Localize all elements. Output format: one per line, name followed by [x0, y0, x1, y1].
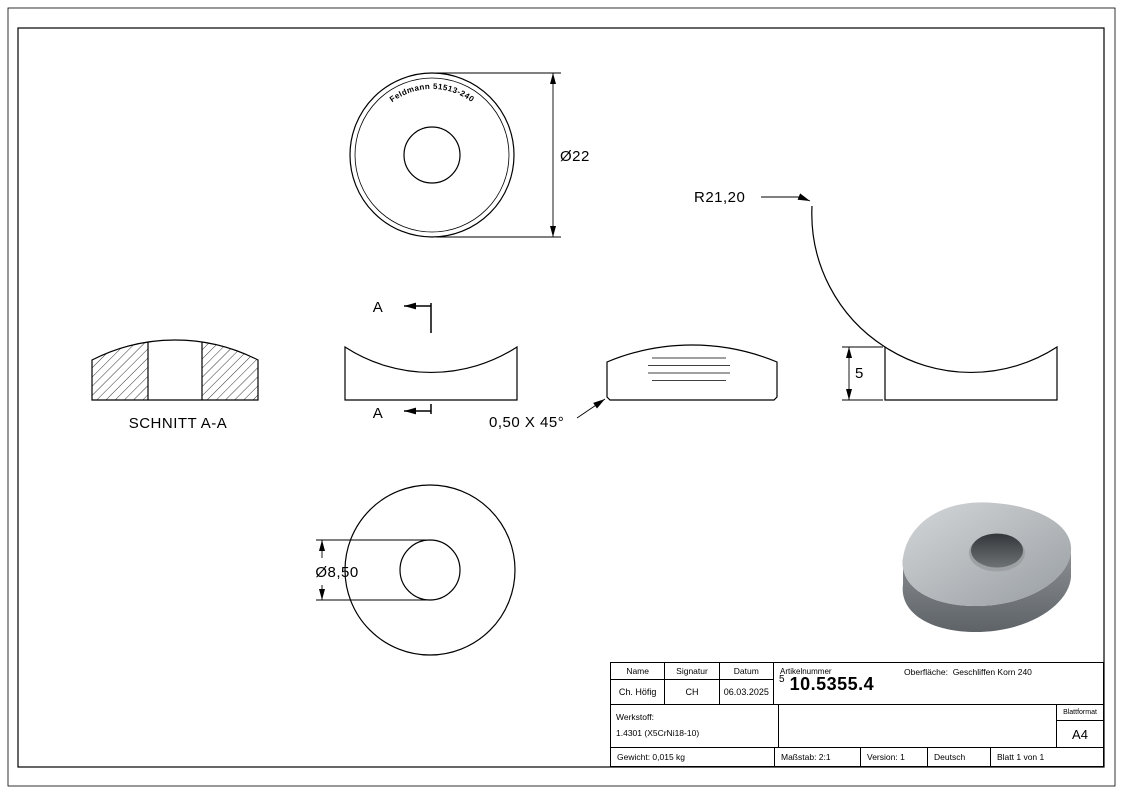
section-cut-line: A A — [373, 299, 432, 422]
weight: Gewicht: 0,015 kg — [617, 752, 686, 762]
surface-finish: Oberfläche: Geschliffen Korn 240 — [904, 667, 1032, 677]
radius-dimension: R21,20 — [694, 189, 886, 348]
section-label-top: A — [373, 299, 384, 316]
value-signature: CH — [665, 680, 720, 704]
frame — [7, 7, 1116, 787]
side-view-right: 5 — [842, 345, 1058, 401]
article-number-label: Artikelnummer — [780, 667, 832, 676]
outer-circle — [344, 484, 516, 656]
section-label-bottom: A — [373, 405, 384, 422]
sheet-format-value: A4 — [1072, 726, 1088, 742]
arrowhead — [319, 589, 325, 600]
material-value: 1.4301 (X5CrNi18-10) — [616, 728, 700, 739]
surface-value: Geschliffen Korn 240 — [952, 667, 1032, 677]
language: Deutsch — [927, 748, 990, 766]
hatch-right — [202, 342, 258, 400]
value-date: 06.03.2025 — [723, 687, 769, 697]
section-outline — [91, 339, 259, 401]
iso-view-3d — [902, 502, 1072, 633]
header-signature: Signatur — [665, 663, 720, 679]
part-outline — [344, 345, 518, 401]
nsd-header-row: Name Signatur Datum — [611, 663, 773, 680]
top-view: Feldmann 51513-240 Ø22 — [349, 72, 590, 238]
scale: Maßstab: 2:1 — [774, 748, 860, 766]
outer-border — [7, 7, 1116, 787]
side-view-front: A A — [344, 299, 518, 422]
title-block-row-2: Werkstoff: 1.4301 (X5CrNi18-10) Blattfor… — [611, 704, 1103, 747]
hole-circle — [403, 126, 461, 184]
title-block-row-3: Gewicht: 0,015 kg Maßstab: 2:1 Version: … — [611, 747, 1103, 766]
hatch-left — [92, 342, 148, 400]
sheet-number: Blatt 1 von 1 — [990, 748, 1103, 766]
nsd-value-row: Ch. Höfig CH 06.03.2025 — [611, 680, 773, 704]
engraving-text: Feldmann 51513-240 — [388, 82, 476, 104]
header-date: Datum — [733, 666, 759, 676]
hole-dimension: Ø8,50 — [315, 539, 430, 601]
height-label: 5 — [855, 365, 864, 382]
chamfer-label: 0,50 X 45° — [489, 414, 564, 431]
leader-line — [576, 398, 606, 419]
arrowhead — [550, 73, 556, 84]
radius-label: R21,20 — [694, 189, 745, 206]
side-view-chamfer: 0,50 X 45° — [489, 344, 778, 431]
edge-circle — [354, 77, 510, 233]
diameter-label: Ø22 — [560, 148, 590, 165]
outer-circle — [349, 72, 515, 238]
title-block-row-1: Name Signatur Datum Ch. Höfig CH 06.03.2… — [611, 663, 1103, 704]
diameter-dimension: Ø22 — [436, 72, 590, 238]
value-name: Ch. Höfig — [611, 680, 666, 704]
article-number-value: 10.5355.4 — [789, 674, 875, 694]
surface-label: Oberfläche: — [904, 667, 948, 677]
part-hole — [971, 533, 1023, 568]
name-signature-date-table: Name Signatur Datum Ch. Höfig CH 06.03.2… — [611, 663, 774, 704]
arrowhead — [550, 226, 556, 237]
material-label: Werkstoff: — [616, 712, 654, 722]
sheet-format-cell: Blattformat A4 — [1056, 705, 1103, 747]
chamfer-dimension: 0,50 X 45° — [489, 398, 606, 431]
arrowhead — [319, 540, 325, 551]
title-block: Name Signatur Datum Ch. Höfig CH 06.03.2… — [610, 662, 1104, 767]
part-side-surface — [902, 551, 1071, 633]
inner-border — [17, 27, 1105, 768]
empty-cell — [779, 705, 1056, 747]
arrowhead — [846, 389, 852, 400]
article-number: 5 10.5355.4 — [779, 674, 874, 695]
radius-arc — [811, 205, 886, 348]
engraving-textpath: Feldmann 51513-240 — [388, 82, 476, 104]
hole-circle — [399, 539, 461, 601]
arrowhead — [846, 347, 852, 358]
sheet-format-label: Blattformat — [1057, 705, 1103, 721]
article-number-prefix: 5 — [779, 674, 785, 685]
hole-diameter-label: Ø8,50 — [315, 564, 358, 581]
section-view: SCHNITT A-A — [91, 339, 259, 432]
bottom-view: Ø8,50 — [315, 484, 516, 656]
version: Version: 1 — [860, 748, 927, 766]
article-number-cell: Artikelnummer Oberfläche: Geschliffen Ko… — [774, 663, 1103, 704]
header-name: Name — [611, 663, 666, 679]
material-cell: Werkstoff: 1.4301 (X5CrNi18-10) — [611, 705, 779, 747]
height-dimension: 5 — [842, 346, 883, 401]
leader-line — [761, 193, 811, 202]
part-outline — [884, 345, 1058, 401]
part-outline — [606, 344, 778, 401]
section-title: SCHNITT A-A — [129, 415, 228, 432]
